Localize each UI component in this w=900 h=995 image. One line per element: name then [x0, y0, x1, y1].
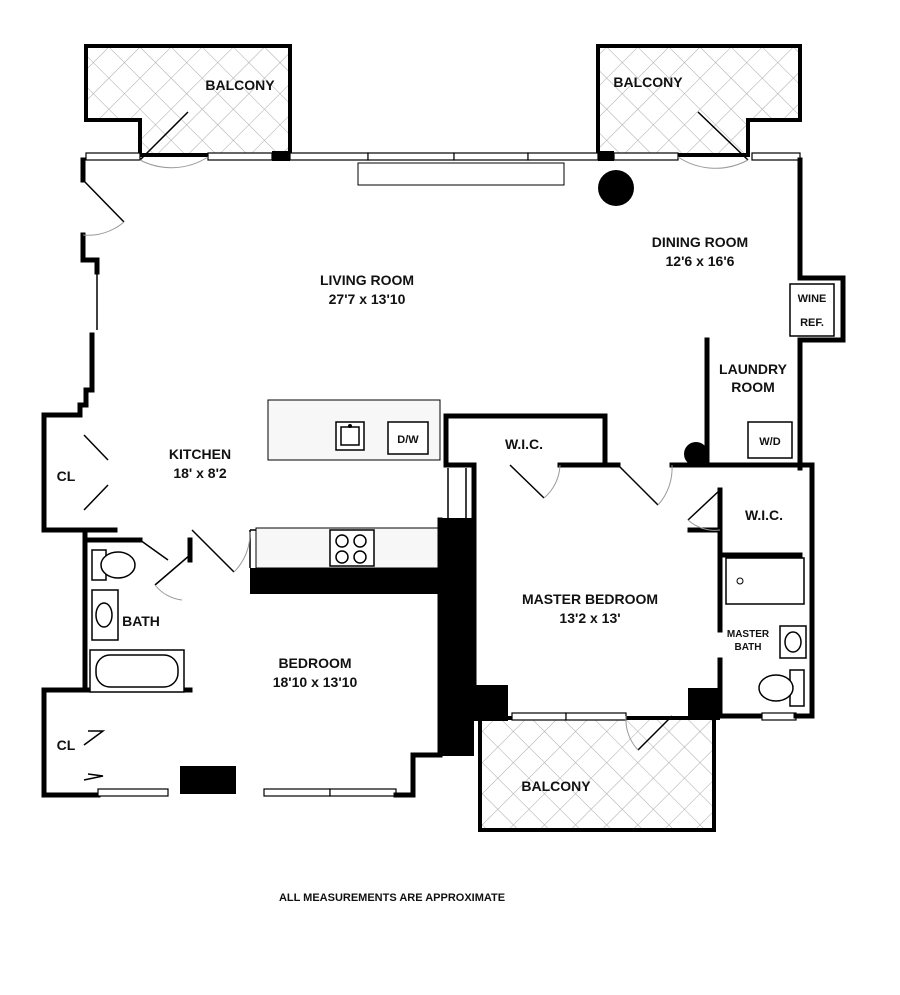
dishwasher [387, 421, 429, 455]
kitchen-size: 18' x 8'2 [173, 465, 227, 481]
dishwasher-label: D/W [397, 434, 419, 446]
living-room-size: 27'7 x 13'10 [329, 291, 406, 307]
top-windows [85, 151, 801, 186]
wic-label-right: W.I.C. [745, 507, 783, 523]
measurements-disclaimer: ALL MEASUREMENTS ARE APPROXIMATE [279, 892, 505, 904]
living-room-name: LIVING ROOM [320, 272, 414, 288]
bath-fixtures [89, 549, 185, 693]
kitchen-name: KITCHEN [169, 446, 231, 462]
wic-label-top: W.I.C. [505, 436, 543, 452]
master-bedroom-size: 13'2 x 13' [559, 610, 620, 626]
washer-dryer-label: W/D [759, 436, 780, 448]
balcony-label-right: BALCONY [613, 74, 683, 90]
closet-label-kitchen: CL [57, 468, 76, 484]
bedroom-name: BEDROOM [278, 655, 351, 671]
wine-refrigerator [789, 283, 835, 337]
laundry-room-name-1: LAUNDRY [719, 361, 788, 377]
closet-label-bedroom: CL [57, 737, 76, 753]
balcony-label-left: BALCONY [205, 77, 275, 93]
bath-name: BATH [122, 613, 160, 629]
wine-ref-label-2: REF. [800, 317, 824, 329]
balcony-top-left [84, 44, 292, 157]
washer-dryer [747, 421, 793, 459]
bedroom-size: 18'10 x 13'10 [273, 674, 358, 690]
exterior-walls [41, 157, 846, 798]
master-bath-name-1: MASTER [727, 629, 770, 640]
master-bath-name-2: BATH [734, 642, 761, 653]
balcony-label-bottom: BALCONY [521, 778, 591, 794]
balcony-bottom [478, 716, 716, 832]
dining-room-name: DINING ROOM [652, 234, 748, 250]
master-bath-fixtures [725, 557, 807, 707]
kitchen-counter [255, 527, 439, 569]
master-bedroom-name: MASTER BEDROOM [522, 591, 658, 607]
doors [82, 111, 749, 781]
dining-room-size: 12'6 x 16'6 [666, 253, 735, 269]
column [598, 170, 634, 206]
balcony-top-right [596, 44, 802, 157]
laundry-room-name-2: ROOM [731, 379, 775, 395]
wine-ref-label-1: WINE [798, 293, 827, 305]
